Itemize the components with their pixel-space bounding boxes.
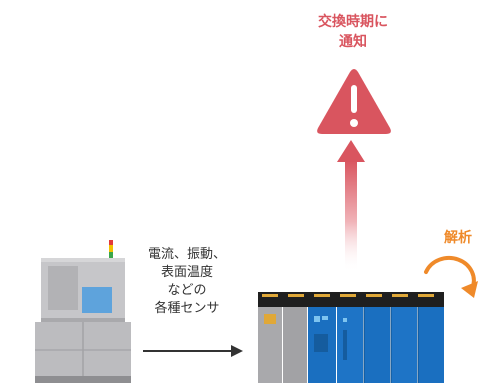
sensor-description: 電流、振動、 表面温度 などの 各種センサ — [132, 246, 242, 318]
sensor-line-2: 表面温度 — [160, 265, 213, 280]
data-flow-arrow-icon — [143, 345, 243, 357]
sensor-line-3: などの — [167, 283, 207, 298]
notify-arrow-icon — [337, 140, 365, 272]
cycle-arrow-icon — [424, 255, 478, 298]
alert-title-line-1: 交換時期に — [318, 14, 388, 30]
analysis-label: 解析 — [444, 230, 472, 246]
machine-icon — [35, 240, 131, 383]
sensor-line-4: 各種センサ — [154, 301, 220, 316]
sensor-line-1: 電流、振動、 — [147, 247, 226, 262]
alert-title-line-2: 通知 — [339, 34, 367, 50]
warning-triangle-icon — [317, 69, 391, 134]
plc-icon — [258, 292, 444, 383]
alert-title: 交換時期に 通知 — [288, 12, 418, 52]
